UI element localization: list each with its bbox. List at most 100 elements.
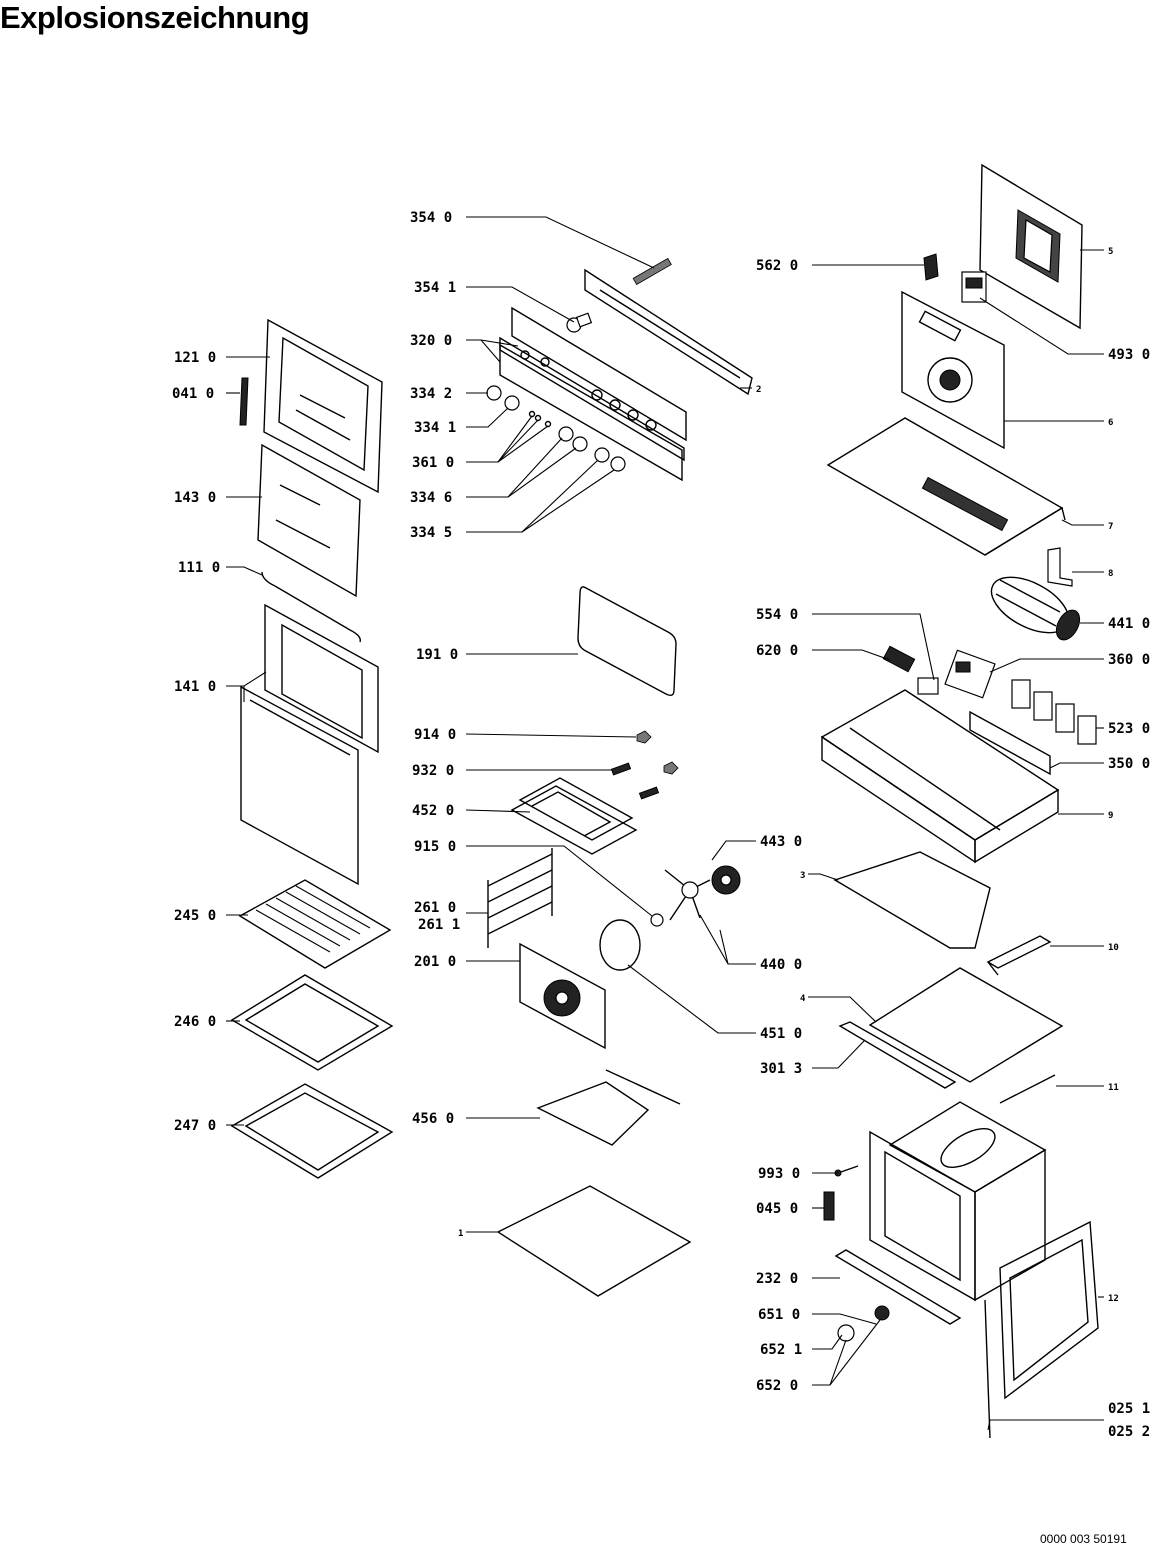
door-handle-041 <box>239 377 249 426</box>
rear-panel-5 <box>979 163 1083 330</box>
back-wall-6 <box>901 290 1005 450</box>
indicator-lamp-354-0 <box>632 257 672 286</box>
label-3: 3 <box>800 871 805 881</box>
label-320-0: 320 0 <box>410 333 452 349</box>
label-141-0: 141 0 <box>174 679 216 695</box>
label-443-0: 443 0 <box>760 834 802 850</box>
label-334-2: 334 2 <box>410 386 452 402</box>
bottom-plate-4 <box>868 967 1064 1083</box>
relay-554 <box>917 677 939 695</box>
label-334-5: 334 5 <box>410 525 452 541</box>
ring-element-451 <box>599 919 641 971</box>
control-board-2 <box>584 268 753 396</box>
heating-element-452 <box>510 777 638 855</box>
oven-cavity <box>869 1101 1047 1302</box>
thermostat-493 <box>961 271 987 303</box>
leader-lines <box>226 216 1104 1431</box>
gasket-191 <box>577 586 677 697</box>
baking-tray-247 <box>230 1083 394 1179</box>
label-10: 10 <box>1108 943 1119 953</box>
label-9: 9 <box>1108 811 1113 821</box>
label-452-0: 452 0 <box>412 803 454 819</box>
label-354-0: 354 0 <box>410 210 452 226</box>
fan-motor-443 <box>711 865 741 895</box>
fan-wheel-440 <box>664 869 711 921</box>
label-191-0: 191 0 <box>416 647 458 663</box>
bottom-plate-1 <box>496 1185 692 1297</box>
clip-562 <box>923 253 939 281</box>
document-code: 0000 003 50191 <box>1040 1532 1127 1546</box>
springs-361 <box>528 410 552 428</box>
label-440-0: 440 0 <box>760 957 802 973</box>
label-111-0: 111 0 <box>178 560 220 576</box>
label-441-0: 441 0 <box>1108 616 1150 632</box>
screw-993 <box>834 1165 859 1177</box>
label-247-0: 247 0 <box>174 1118 216 1134</box>
door-switch-045 <box>823 1191 835 1221</box>
label-651-0: 651 0 <box>758 1307 800 1323</box>
label-045-0: 045 0 <box>756 1201 798 1217</box>
label-451-0: 451 0 <box>760 1026 802 1042</box>
relays-523 <box>1011 679 1097 745</box>
grid-rack-245 <box>238 879 392 969</box>
label-7: 7 <box>1108 522 1113 532</box>
label-652-0: 652 0 <box>756 1378 798 1394</box>
label-914-0: 914 0 <box>414 727 456 743</box>
label-11: 11 <box>1108 1083 1119 1093</box>
label-1: 1 <box>458 1229 463 1239</box>
label-261-1: 261 1 <box>418 917 460 933</box>
fan-cover-201 <box>519 942 606 1050</box>
grill-element-456 <box>536 1069 681 1146</box>
rail-232 <box>834 1249 962 1325</box>
switch-620 <box>882 645 916 673</box>
label-261-0: 261 0 <box>414 900 456 916</box>
door-frame-121 <box>263 318 383 494</box>
label-361-0: 361 0 <box>412 455 454 471</box>
label-554-0: 554 0 <box>756 607 798 623</box>
label-456-0: 456 0 <box>412 1111 454 1127</box>
label-334-1: 334 1 <box>414 420 456 436</box>
top-cover-7 <box>826 417 1066 556</box>
lamp-651-652 <box>837 1305 890 1342</box>
label-025-2: 025 2 <box>1108 1424 1150 1440</box>
baking-tray-246 <box>230 974 394 1071</box>
label-4: 4 <box>800 994 806 1004</box>
rail-10 <box>986 935 1052 976</box>
label-12: 12 <box>1108 1294 1119 1304</box>
label-993-0: 993 0 <box>758 1166 800 1182</box>
label-8: 8 <box>1108 569 1113 579</box>
seal-strip-025 <box>984 1299 991 1439</box>
outer-door-141 <box>240 603 379 886</box>
knobs-334 <box>486 385 626 472</box>
label-6: 6 <box>1108 418 1113 428</box>
label-493-0: 493 0 <box>1108 347 1150 363</box>
label-143-0: 143 0 <box>174 490 216 506</box>
label-354-1: 354 1 <box>414 280 456 296</box>
label-334-6: 334 6 <box>410 490 452 506</box>
rail-301 <box>838 1021 957 1089</box>
rod-11 <box>999 1074 1056 1104</box>
label-246-0: 246 0 <box>174 1014 216 1030</box>
fan-motor-441 <box>990 576 1081 641</box>
bracket-8 <box>1047 547 1073 587</box>
label-201-0: 201 0 <box>414 954 456 970</box>
page-title: Explosionszeichnung <box>0 0 310 35</box>
label-232-0: 232 0 <box>756 1271 798 1287</box>
terminal-strip-350 <box>969 710 1051 776</box>
label-5: 5 <box>1108 247 1113 257</box>
label-025-1: 025 1 <box>1108 1401 1150 1417</box>
side-door-12 <box>999 1220 1099 1400</box>
nuts-914-932 <box>610 730 679 800</box>
callout-labels: 354 0 354 1 320 0 334 2 334 1 361 0 334 … <box>172 210 1150 1440</box>
electrical-housing-9 <box>820 689 1060 864</box>
label-562-0: 562 0 <box>756 258 798 274</box>
label-360-0: 360 0 <box>1108 652 1150 668</box>
control-panel-320 <box>499 306 687 482</box>
label-2: 2 <box>756 385 761 395</box>
label-301-3: 301 3 <box>760 1061 802 1077</box>
inner-glass-143 <box>257 443 361 598</box>
shelf-support-261 <box>487 848 553 948</box>
label-121-0: 121 0 <box>174 350 216 366</box>
label-932-0: 932 0 <box>412 763 454 779</box>
